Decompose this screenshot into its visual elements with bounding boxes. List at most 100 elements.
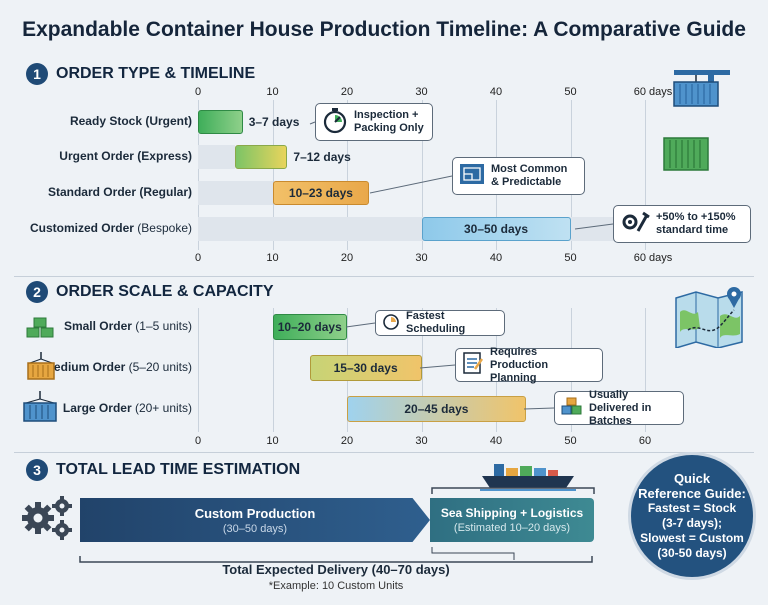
scale-bar: 10–20 days <box>272 314 347 340</box>
divider-1 <box>14 276 754 277</box>
row-label-main: Customized Order <box>29 221 134 235</box>
timeline-bar: 10–23 days <box>272 181 370 205</box>
gears-icon <box>20 494 76 547</box>
axis-tick-top: 10 <box>266 86 279 98</box>
gridline <box>645 100 646 250</box>
gridline <box>347 100 348 250</box>
row-label-main: Standard Order (Regular) <box>47 185 192 199</box>
section2-title: ORDER SCALE & CAPACITY <box>56 283 274 300</box>
row-track <box>198 181 273 205</box>
timeline-bar <box>198 110 243 134</box>
gridline <box>198 100 199 250</box>
axis-tick-bottom: 10 <box>266 252 279 264</box>
axis-tick: 50 <box>564 435 577 447</box>
quick-line: (30-50 days) <box>657 546 727 560</box>
callout-fastest-scheduling: Fastest Scheduling <box>375 310 505 336</box>
quick-line: Quick <box>673 471 711 486</box>
quick-line: (3-7 days); <box>661 516 723 530</box>
bar-label: 7–12 days <box>293 150 351 164</box>
axis-tick-top: 30 <box>415 86 428 98</box>
axis-end-label-bottom: 60 days <box>633 252 673 264</box>
section3-title: TOTAL LEAD TIME ESTIMATION <box>56 461 301 478</box>
row-label-rest: (20+ units) <box>131 401 192 415</box>
row-label-main: Ready Stock (Urgent) <box>69 114 192 128</box>
checklist-icon <box>462 351 484 379</box>
axis-tick: 60 <box>638 435 652 447</box>
gridline <box>272 100 274 250</box>
row-label: Medium Order (5–20 units) <box>44 360 192 374</box>
callout-text: +50% to +150% standard time <box>656 211 736 236</box>
blueprint-icon <box>459 162 485 190</box>
row-label: Urgent Order (Express) <box>59 149 192 163</box>
callout-standard-time: +50% to +150% standard time <box>613 205 751 243</box>
row-label-main: Medium Order <box>43 360 126 374</box>
timeline-bar: 30–50 days <box>421 217 571 241</box>
medium-container-icon <box>26 352 56 385</box>
section1-title: ORDER TYPE & TIMELINE <box>56 65 256 82</box>
footnote: *Example: 10 Custom Units <box>268 580 404 592</box>
axis-tick-bottom: 50 <box>564 252 577 264</box>
section1-number: 1 <box>26 63 48 85</box>
callout-text: Requires Production Planning <box>490 345 549 384</box>
batches-icon <box>561 396 583 420</box>
axis-tick-bottom: 40 <box>489 252 503 264</box>
section3-number: 3 <box>26 459 48 481</box>
row-label: Standard Order (Regular) <box>48 185 192 199</box>
cargo-ship-icon <box>480 460 576 497</box>
shipping-title: Sea Shipping + Logistics <box>440 506 584 520</box>
axis-tick-bottom: 20 <box>340 252 354 264</box>
axis-tick: 30 <box>415 435 428 447</box>
row-label-rest: (Bespoke) <box>133 221 192 235</box>
axis-tick-bottom: 30 <box>415 252 428 264</box>
scale-bar: 20–45 days <box>347 396 526 422</box>
row-track <box>198 145 236 169</box>
scale-bar: 15–30 days <box>309 355 422 381</box>
quick-line: Fastest = Stock <box>647 501 737 515</box>
row-label: Small Order (1–5 units) <box>64 319 192 333</box>
tools-icon <box>620 209 650 239</box>
production-bar: Custom Production (30–50 days) <box>80 498 430 542</box>
quick-reference-guide: Quick Reference Guide: Fastest = Stock (… <box>628 452 756 580</box>
gridline <box>645 308 646 432</box>
callout-production-planning: Requires Production Planning <box>455 345 603 384</box>
timer-icon <box>382 312 400 334</box>
bar-label: 3–7 days <box>248 115 300 129</box>
callout-text: Usually Delivered in Batches <box>589 388 652 427</box>
shipping-bar: Sea Shipping + Logistics (Estimated 10–2… <box>430 498 594 542</box>
row-label-rest: (1–5 units) <box>131 319 192 333</box>
row-label-main: Large Order <box>62 401 132 415</box>
gridline <box>272 308 274 432</box>
section2-number: 2 <box>26 281 48 303</box>
shipping-sub: (Estimated 10–20 days) <box>453 522 571 534</box>
large-container-icon <box>22 391 58 428</box>
stopwatch-icon <box>322 106 348 138</box>
axis-tick: 0 <box>194 435 202 447</box>
axis-tick-top: 40 <box>489 86 503 98</box>
gridline <box>421 100 423 250</box>
map-icon <box>672 282 748 353</box>
production-sub: (30–50 days) <box>222 522 288 535</box>
small-containers-icon <box>26 316 56 343</box>
callout-most-common: Most Common & Predictable <box>452 157 585 195</box>
callout-batches: Usually Delivered in Batches <box>554 388 684 427</box>
axis-tick: 10 <box>266 435 279 447</box>
axis-tick-top: 50 <box>564 86 577 98</box>
axis-end-label-top: 60 days <box>633 86 673 98</box>
total-delivery: Total Expected Delivery (40–70 days) <box>222 562 450 577</box>
callout-text: Most Common & Predictable <box>491 163 568 188</box>
gridline <box>421 308 423 432</box>
row-label-rest: (5–20 units) <box>125 360 192 374</box>
gridline <box>198 308 199 432</box>
quick-line: Reference Guide: <box>638 486 746 501</box>
divider-2 <box>14 452 754 453</box>
callout-text: Fastest Scheduling <box>406 310 466 335</box>
callout-inspection: Inspection + Packing Only <box>315 103 433 141</box>
production-title: Custom Production <box>194 505 316 521</box>
axis-tick-top: 20 <box>340 86 354 98</box>
container-crane-icon <box>660 68 740 185</box>
timeline-bar <box>235 145 288 169</box>
row-label: Large Order (20+ units) <box>63 401 192 415</box>
